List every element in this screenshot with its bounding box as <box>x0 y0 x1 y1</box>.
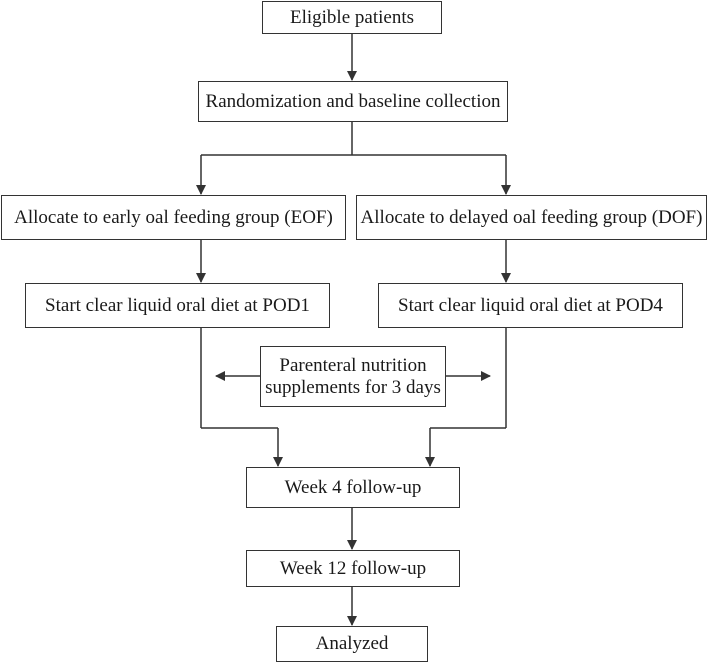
node-week4-followup-label: Week 4 follow-up <box>284 476 422 498</box>
node-allocate-eof: Allocate to early oal feeding group (EOF… <box>1 195 346 240</box>
node-parenteral-line1: Parenteral nutrition <box>279 354 427 376</box>
node-week4-followup: Week 4 follow-up <box>246 467 460 508</box>
node-analyzed-label: Analyzed <box>315 633 389 654</box>
node-start-pod1: Start clear liquid oral diet at POD1 <box>25 283 330 328</box>
node-parenteral-line2: supplements for 3 days <box>265 376 441 398</box>
node-start-pod4: Start clear liquid oral diet at POD4 <box>378 283 683 328</box>
node-eligible-patients: Eligible patients <box>262 1 442 34</box>
node-parenteral-nutrition: Parenteral nutrition supplements for 3 d… <box>260 346 446 407</box>
node-eligible-patients-label: Eligible patients <box>289 6 414 28</box>
node-randomization-label: Randomization and baseline collection <box>205 90 501 112</box>
node-analyzed: Analyzed <box>276 626 428 662</box>
node-randomization: Randomization and baseline collection <box>198 81 508 122</box>
node-week12-followup-label: Week 12 follow-up <box>279 557 427 579</box>
node-allocate-eof-label: Allocate to early oal feeding group (EOF… <box>14 206 333 228</box>
node-allocate-dof-label: Allocate to delayed oal feeding group (D… <box>360 206 703 228</box>
node-start-pod4-label: Start clear liquid oral diet at POD4 <box>398 294 663 316</box>
node-allocate-dof: Allocate to delayed oal feeding group (D… <box>356 195 707 240</box>
node-start-pod1-label: Start clear liquid oral diet at POD1 <box>45 294 310 316</box>
node-week12-followup: Week 12 follow-up <box>246 550 460 587</box>
